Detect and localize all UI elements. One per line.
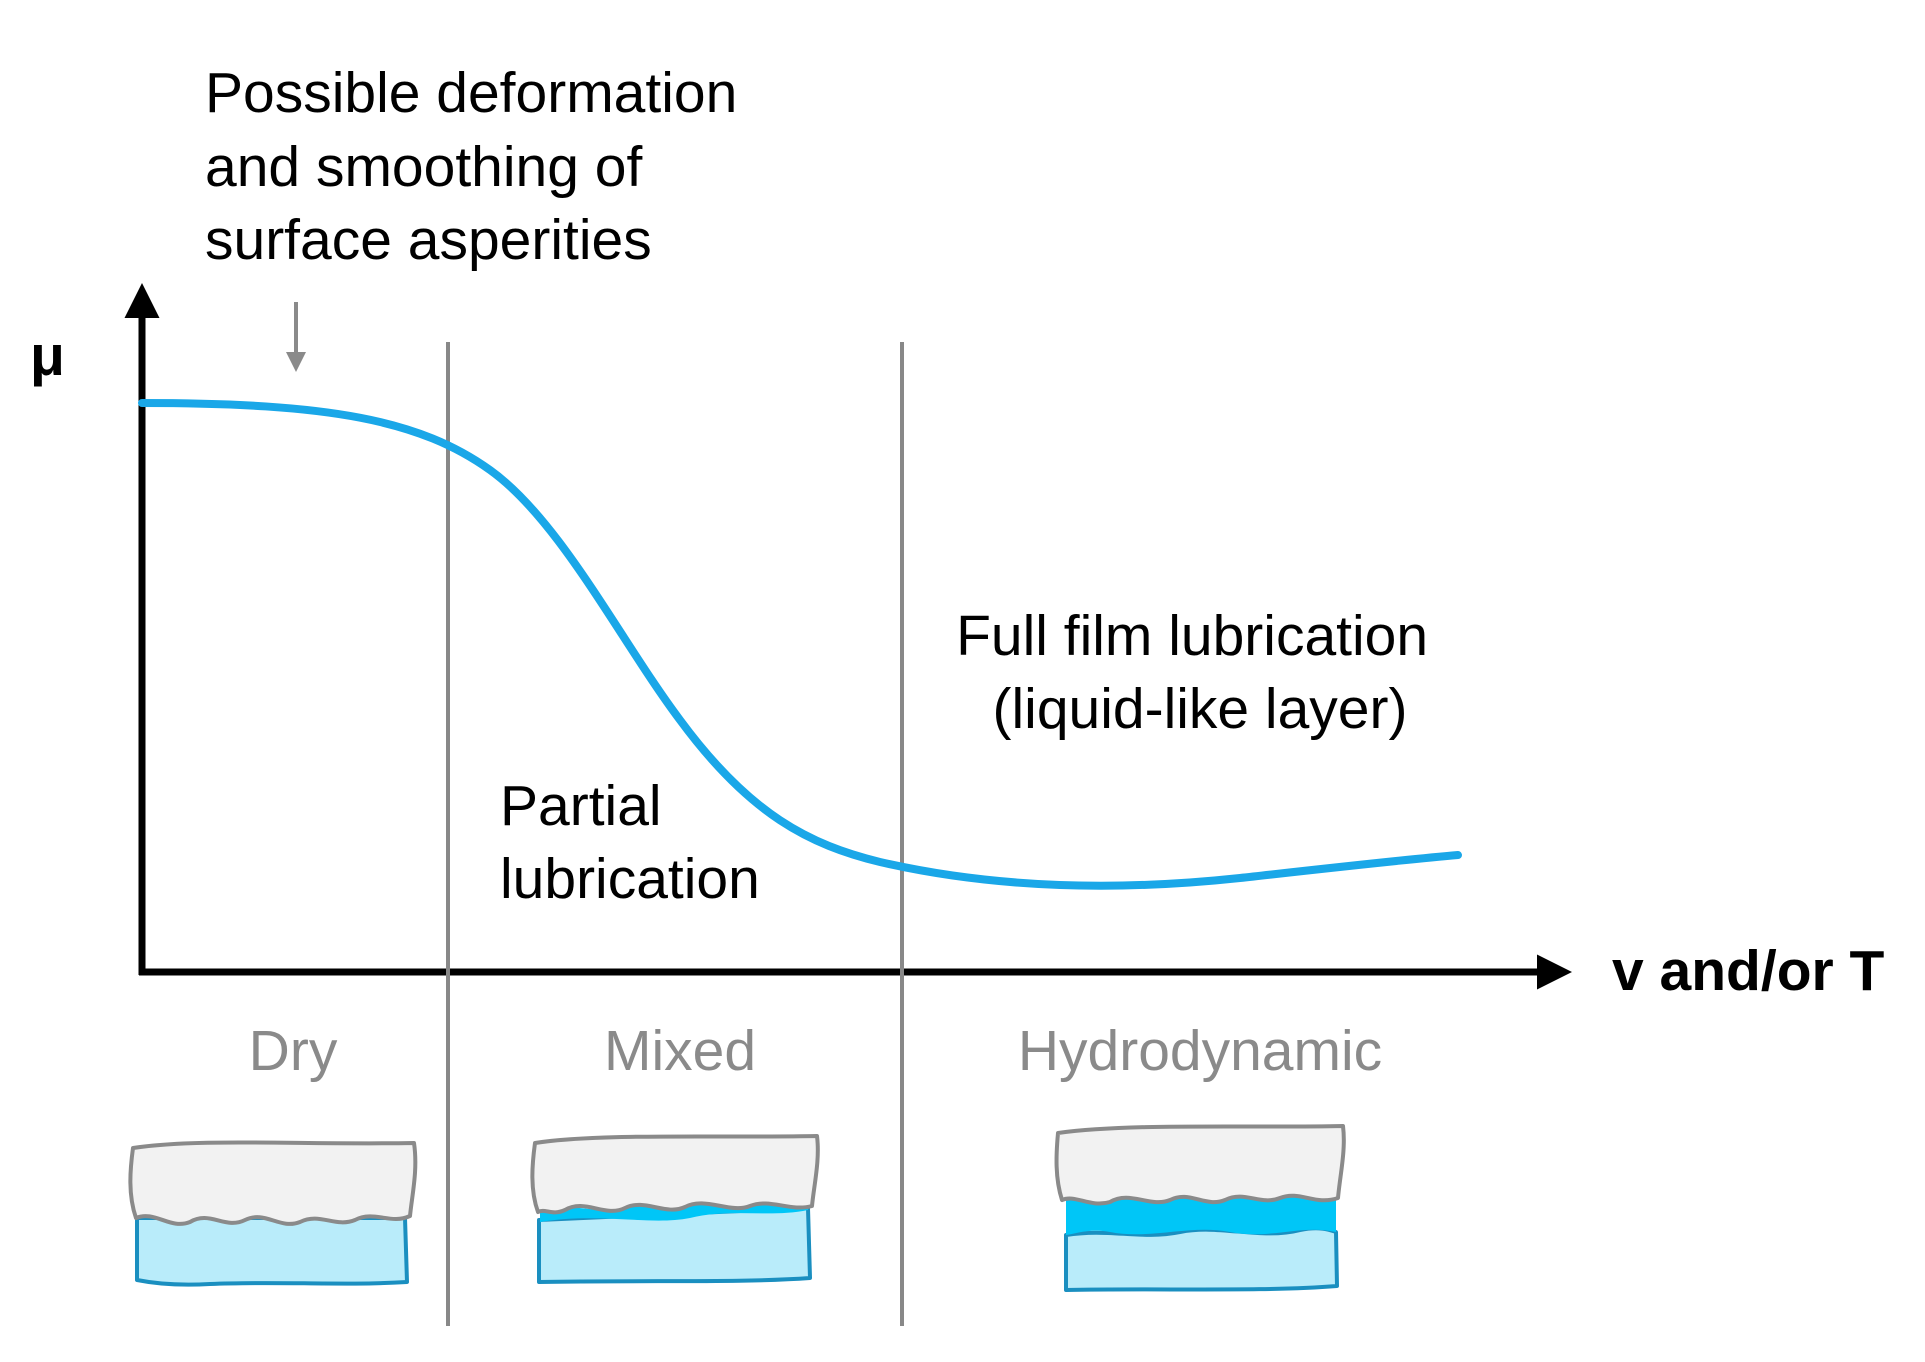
regime-label-hydrodynamic: Hydrodynamic: [1018, 1019, 1382, 1083]
annotation-full-film-line-2: (liquid-like layer): [993, 677, 1408, 741]
hydrodynamic-lubricant: [1066, 1196, 1336, 1235]
annotation-full-film: Full film lubrication (liquid-like layer…: [956, 604, 1444, 741]
regime-label-mixed: Mixed: [604, 1019, 756, 1083]
annotation-partial-line-2: lubrication: [500, 847, 760, 911]
annotation-partial-line-1: Partial: [500, 774, 662, 838]
hydrodynamic-upper-body: [1054, 1124, 1346, 1206]
surface-sketch-hydrodynamic: [1054, 1124, 1346, 1292]
hydrodynamic-lower-body: [1064, 1226, 1339, 1292]
mixed-upper-body: [530, 1134, 820, 1215]
annotation-deformation-line-3: surface asperities: [205, 208, 652, 272]
dry-lower-body: [135, 1216, 409, 1287]
annotation-deformation-line-2: and smoothing of: [205, 135, 642, 199]
y-axis-label: μ: [30, 324, 65, 388]
annotation-full-film-line-1: Full film lubrication: [956, 604, 1428, 668]
dry-upper-body: [128, 1140, 418, 1226]
x-axis-label: v and/or T: [1612, 939, 1885, 1003]
friction-curve: [138, 399, 1462, 890]
surface-sketch-dry: [128, 1140, 418, 1287]
mixed-lower-body: [537, 1206, 812, 1284]
annotation-deformation-line-1: Possible deformation: [205, 61, 737, 125]
annotation-deformation: Possible deformation and smoothing of su…: [205, 61, 753, 272]
annotation-partial-lubrication: Partial lubrication: [500, 774, 760, 911]
regime-label-dry: Dry: [249, 1019, 338, 1083]
surface-sketch-mixed: [530, 1134, 820, 1284]
